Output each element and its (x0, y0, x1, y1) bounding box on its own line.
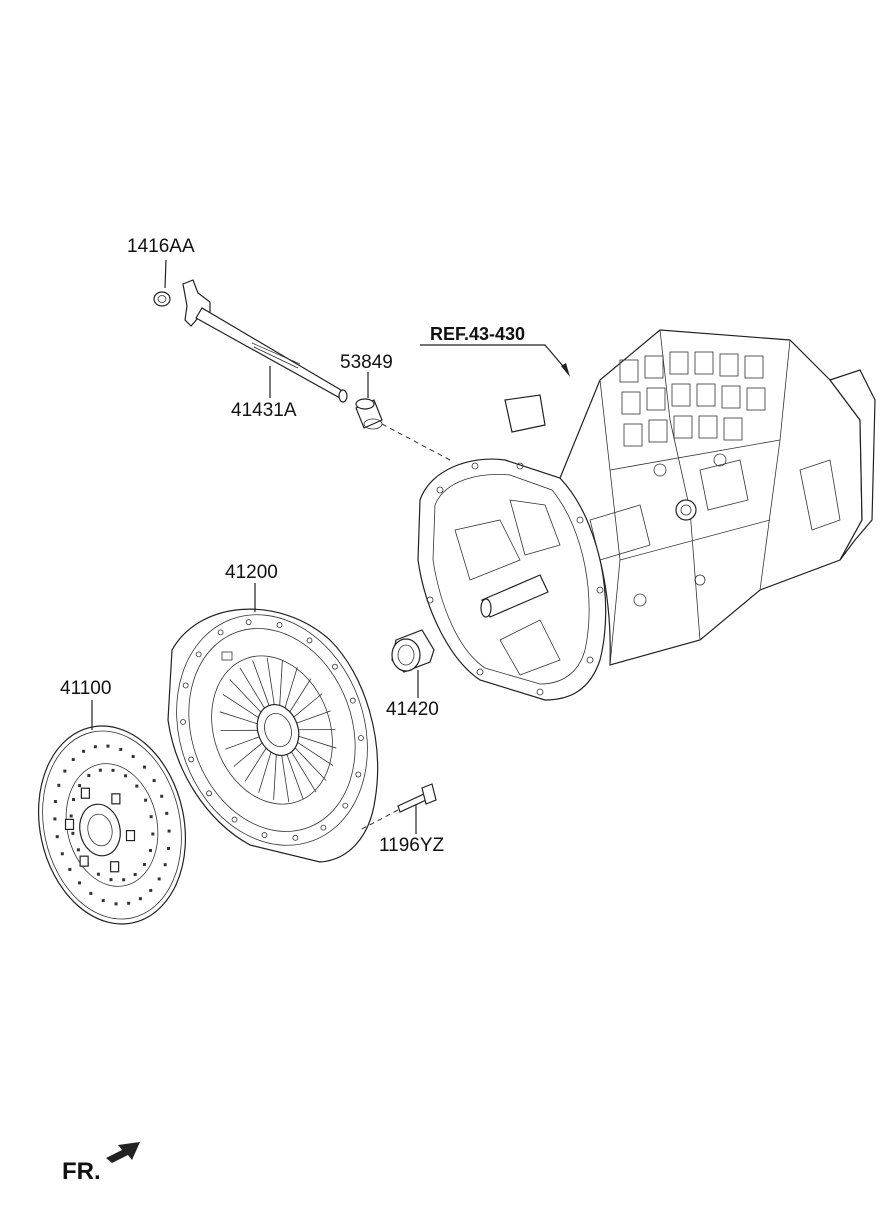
facing-rivet (165, 812, 168, 815)
facing-rivet (124, 774, 127, 777)
label-53849: 53849 (340, 352, 393, 373)
facing-rivet (153, 779, 156, 782)
facing-rivet (53, 817, 56, 820)
facing-rivet (144, 799, 147, 802)
facing-rivet (56, 835, 59, 838)
facing-rivet (61, 852, 64, 855)
facing-rivet (122, 878, 125, 881)
facing-rivet (164, 863, 167, 866)
facing-rivet (109, 878, 112, 881)
bushing-53849 (356, 372, 450, 460)
facing-rivet (139, 897, 142, 900)
facing-rivet (70, 814, 73, 817)
damper-spring (111, 862, 119, 872)
label-41431a: 41431A (231, 400, 297, 421)
facing-rivet (89, 892, 92, 895)
facing-rivet (149, 889, 152, 892)
shaft-41431a (183, 280, 347, 402)
label-41200: 41200 (225, 562, 278, 583)
label-41100: 41100 (60, 678, 111, 699)
transmission-assembly (418, 330, 875, 700)
facing-rivet (168, 830, 171, 833)
facing-rivet (97, 873, 100, 876)
facing-rivet (63, 770, 66, 773)
damper-spring (112, 794, 120, 804)
facing-rivet (149, 849, 152, 852)
front-arrow-icon (106, 1142, 140, 1163)
facing-rivet (87, 774, 90, 777)
facing-rivet (72, 758, 75, 761)
facing-rivet (151, 833, 154, 836)
facing-rivet (54, 800, 57, 803)
facing-rivet (106, 745, 109, 748)
facing-rivet (78, 784, 81, 787)
facing-rivet (99, 769, 102, 772)
facing-rivet (112, 769, 115, 772)
facing-rivet (71, 832, 74, 835)
damper-spring (66, 819, 74, 829)
facing-rivet (77, 848, 80, 851)
facing-rivet (150, 815, 153, 818)
label-41420: 41420 (386, 699, 439, 720)
label-ref-43-430: REF.43-430 (430, 324, 525, 344)
label-front: FR. (62, 1158, 101, 1185)
facing-rivet (115, 902, 118, 905)
label-1196yz: 1196YZ (379, 835, 445, 856)
facing-rivet (160, 795, 163, 798)
facing-rivet (135, 785, 138, 788)
damper-spring (80, 856, 88, 866)
damper-spring (126, 831, 134, 841)
facing-rivet (78, 881, 81, 884)
facing-rivet (68, 868, 71, 871)
facing-rivet (82, 750, 85, 753)
facing-rivet (94, 745, 97, 748)
facing-rivet (167, 847, 170, 850)
facing-rivet (119, 748, 122, 751)
ring-1416aa (154, 260, 170, 306)
facing-rivet (127, 902, 130, 905)
damper-spring (81, 788, 89, 798)
label-1416aa: 1416AA (127, 236, 195, 257)
facing-rivet (143, 863, 146, 866)
facing-rivet (143, 766, 146, 769)
facing-rivet (57, 784, 60, 787)
facing-rivet (158, 877, 161, 880)
facing-rivet (72, 798, 75, 801)
release-bearing-41420 (392, 630, 434, 698)
facing-rivet (134, 873, 137, 876)
facing-rivet (102, 899, 105, 902)
facing-rivet (132, 755, 135, 758)
